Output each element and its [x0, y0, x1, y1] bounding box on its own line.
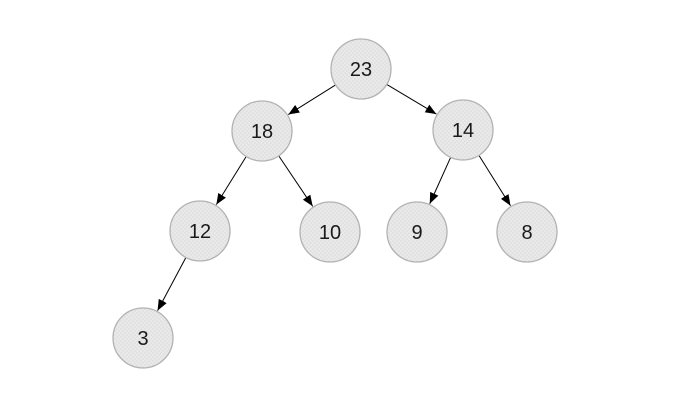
tree-edge-12-3: [157, 257, 187, 311]
tree-node-3: 3: [112, 307, 174, 369]
tree-node-12: 12: [169, 200, 231, 262]
tree-node-10: 10: [299, 201, 361, 263]
tree-edge-14-8: [478, 155, 511, 207]
tree-edge-18-12: [215, 156, 247, 205]
tree-node-circle: [112, 307, 174, 369]
tree-node-circle: [169, 200, 231, 262]
tree-node-circle: [496, 201, 558, 263]
tree-edge-14-9: [429, 157, 452, 204]
tree-edge-18-10: [278, 155, 314, 207]
tree-edge-23-18: [288, 84, 336, 115]
tree-node-circle: [299, 201, 361, 263]
tree-node-18: 18: [231, 100, 293, 162]
tree-node-circle: [330, 38, 392, 100]
tree-node-circle: [231, 100, 293, 162]
tree-node-23: 23: [330, 38, 392, 100]
tree-node-8: 8: [496, 201, 558, 263]
tree-node-9: 9: [386, 201, 448, 263]
tree-node-14: 14: [432, 99, 494, 161]
tree-edge-23-14: [386, 83, 437, 115]
tree-node-circle: [386, 201, 448, 263]
tree-node-circle: [432, 99, 494, 161]
